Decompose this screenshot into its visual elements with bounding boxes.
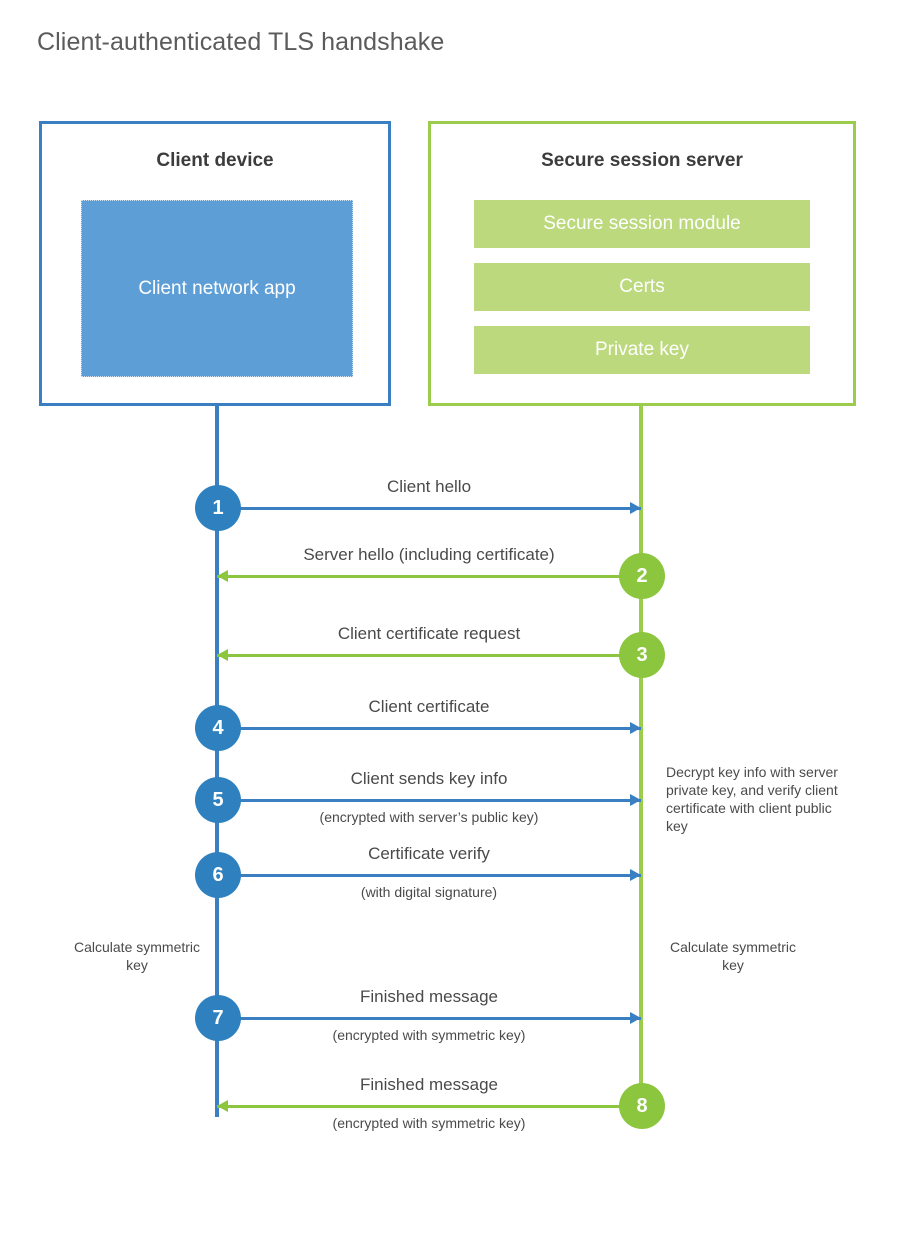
- message-sublabel: (encrypted with symmetric key): [332, 1115, 526, 1131]
- client-device-box: Client device Client network app: [39, 121, 391, 406]
- server-lifeline: [639, 404, 643, 1106]
- message-sublabel: (with digital signature): [360, 884, 498, 900]
- arrow-head-icon: [630, 794, 641, 806]
- message-line: [217, 799, 641, 802]
- client-lifeline: [215, 404, 219, 1117]
- arrow-head-icon: [217, 1100, 228, 1112]
- message-line: [217, 727, 641, 730]
- message-label: Client hello: [386, 477, 472, 496]
- arrow-head-icon: [630, 722, 641, 734]
- annotation-server-decrypt: Decrypt key info with server private key…: [666, 764, 838, 834]
- message-label: Client sends key info: [350, 769, 508, 788]
- server-component-label: Secure session module: [543, 213, 741, 234]
- message-line: [217, 1105, 641, 1108]
- secure-session-server-box: Secure session server Secure session mod…: [428, 121, 856, 406]
- page-title: Client-authenticated TLS handshake: [37, 28, 445, 56]
- step-circle-7[interactable]: 7: [195, 995, 241, 1041]
- message-line: [217, 575, 641, 578]
- message-label: Client certificate: [368, 697, 490, 716]
- arrow-head-icon: [630, 869, 641, 881]
- server-component-certs: Certs: [474, 263, 810, 311]
- arrow-head-icon: [630, 502, 641, 514]
- message-line: [217, 507, 641, 510]
- arrow-head-icon: [217, 649, 228, 661]
- message-sublabel: (encrypted with server’s public key): [319, 809, 539, 825]
- step-circle-6[interactable]: 6: [195, 852, 241, 898]
- annotation-client-calculate-symmetric-key: Calculate symmetric key: [73, 939, 201, 973]
- message-line: [217, 874, 641, 877]
- server-component-label: Certs: [619, 276, 665, 297]
- server-component-private-key: Private key: [474, 326, 810, 374]
- client-network-app-label: Client network app: [138, 277, 296, 299]
- step-circle-1[interactable]: 1: [195, 485, 241, 531]
- step-circle-3[interactable]: 3: [619, 632, 665, 678]
- step-circle-4[interactable]: 4: [195, 705, 241, 751]
- server-component-label: Private key: [595, 339, 689, 360]
- message-label: Server hello (including certificate): [303, 545, 555, 564]
- message-line: [217, 1017, 641, 1020]
- annotation-server-calculate-symmetric-key: Calculate symmetric key: [669, 939, 797, 973]
- server-component-secure-session-module: Secure session module: [474, 200, 810, 248]
- message-label: Finished message: [360, 1075, 498, 1094]
- secure-session-server-title: Secure session server: [541, 150, 743, 171]
- step-circle-8[interactable]: 8: [619, 1083, 665, 1129]
- message-label: Certificate verify: [368, 844, 490, 863]
- arrow-head-icon: [217, 570, 228, 582]
- step-circle-2[interactable]: 2: [619, 553, 665, 599]
- arrow-head-icon: [630, 1012, 641, 1024]
- message-line: [217, 654, 641, 657]
- message-label: Client certificate request: [337, 624, 521, 643]
- step-circle-5[interactable]: 5: [195, 777, 241, 823]
- client-network-app-block: Client network app: [81, 200, 353, 377]
- message-sublabel: (encrypted with symmetric key): [332, 1027, 526, 1043]
- client-device-title: Client device: [156, 150, 274, 171]
- message-label: Finished message: [360, 987, 498, 1006]
